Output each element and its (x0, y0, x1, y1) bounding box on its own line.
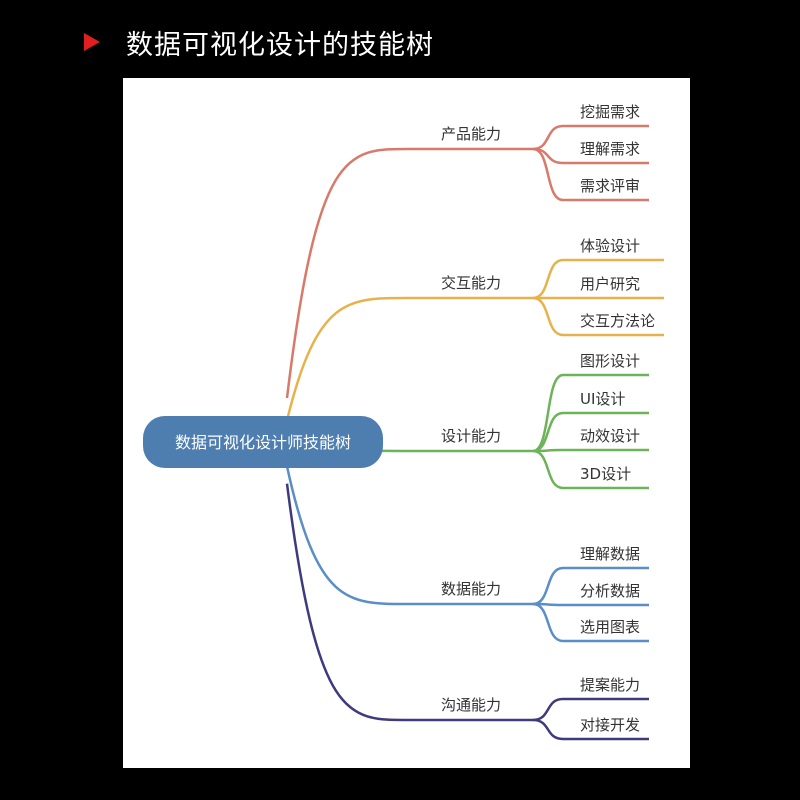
branch-label: 设计能力 (441, 427, 501, 445)
child-label: 提案能力 (580, 676, 640, 694)
mindmap-panel: 产品能力 挖掘需求理解需求需求评审交互能力 体验设计用户研究交互方法论设计能力 图形设… (123, 78, 690, 768)
child-connector (532, 449, 649, 490)
child-connector (532, 602, 649, 643)
child-connector (532, 147, 649, 202)
branch-connector (285, 147, 533, 399)
child-label: 图形设计 (580, 352, 640, 370)
branch-label: 数据能力 (441, 580, 501, 598)
child-connector (532, 602, 649, 607)
child-connector (532, 411, 649, 453)
child-label: 挖掘需求 (580, 103, 640, 121)
branch-connector (285, 296, 533, 421)
title-row: 数据可视化设计的技能树 (84, 22, 434, 62)
branch-connector (285, 483, 533, 722)
child-label: 理解数据 (580, 545, 640, 563)
child-connector (532, 697, 649, 722)
branch-connector (285, 466, 533, 606)
child-connector (532, 373, 649, 453)
branch-label: 交互能力 (441, 274, 501, 292)
child-connector (532, 566, 649, 606)
root-node (143, 416, 383, 468)
child-label: 分析数据 (580, 582, 640, 600)
page-title: 数据可视化设计的技能树 (126, 29, 434, 61)
branch-label: 产品能力 (441, 125, 501, 143)
child-label: 理解需求 (580, 140, 640, 158)
root-label: 数据可视化设计师技能树 (175, 433, 351, 452)
child-label: UI设计 (580, 390, 625, 408)
child-connector (532, 448, 649, 453)
child-label: 交互方法论 (580, 312, 655, 330)
child-connector (532, 258, 664, 300)
play-icon (84, 33, 100, 51)
child-connector (532, 296, 664, 337)
child-label: 对接开发 (580, 716, 640, 734)
child-label: 用户研究 (580, 275, 640, 293)
child-connector (532, 718, 649, 741)
child-label: 3D设计 (580, 465, 631, 483)
child-label: 动效设计 (580, 427, 640, 445)
branch-label: 沟通能力 (441, 696, 501, 714)
child-label: 需求评审 (580, 177, 640, 195)
child-label: 体验设计 (580, 237, 640, 255)
child-label: 选用图表 (580, 618, 640, 636)
